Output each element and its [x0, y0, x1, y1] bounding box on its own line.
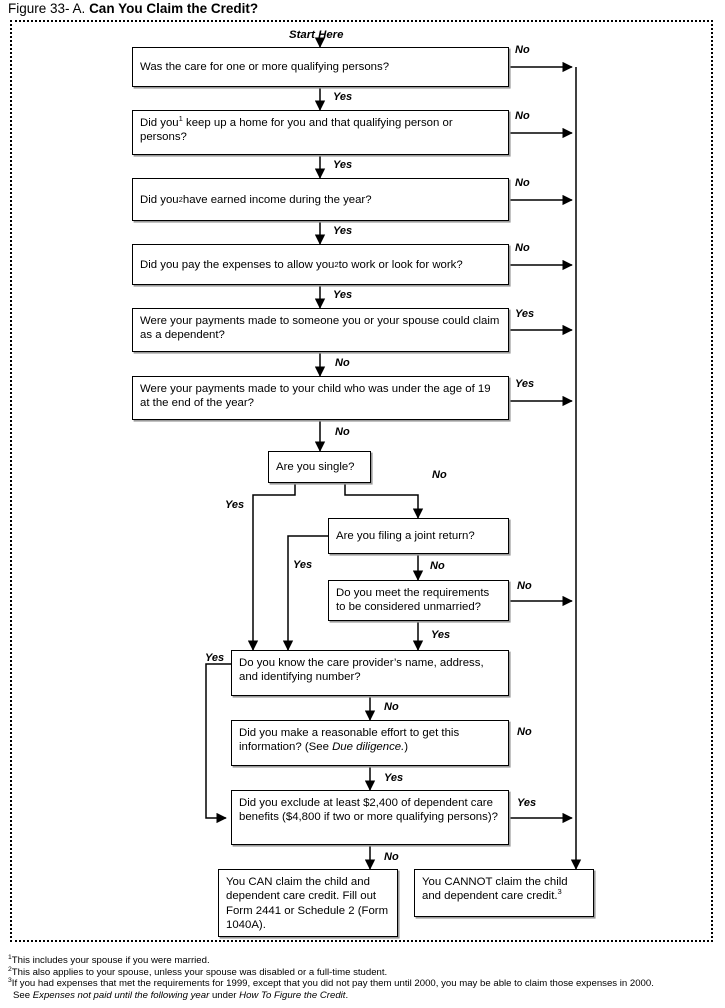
reference-how-to-figure-the-credit: How To Figure the Credit — [239, 989, 346, 1001]
edge-label-q7-no: No — [432, 469, 447, 481]
result-box-can-claim[interactable]: You CAN claim the child and dependent ca… — [218, 869, 398, 937]
question-box-payments-to-child-under-19[interactable]: Were your payments made to your child wh… — [132, 376, 509, 420]
edge-label-q5-no: No — [335, 357, 350, 369]
figure-border — [10, 20, 713, 942]
footnote-3: 3If you had expenses that met the requir… — [8, 977, 720, 990]
edge-label-q11-yes: Yes — [384, 772, 404, 784]
edge-label-q3-yes: Yes — [333, 225, 353, 237]
question-text: Was the care for one or more qualifying … — [140, 61, 390, 74]
footnote-3-line2-part3: . — [345, 989, 349, 1001]
question-text: Were your payments made to someone you o… — [140, 315, 500, 342]
question-text-part2: have earned income during the year? — [182, 193, 372, 206]
question-box-qualifying-persons[interactable]: Was the care for one or more qualifying … — [132, 47, 509, 87]
footnote-1: 1This includes your spouse if you were m… — [8, 953, 720, 967]
footnote-ref-1: 1 — [178, 114, 183, 124]
figure-name: Can You Claim the Credit? — [89, 1, 259, 16]
footnote-3-line2-part1: See — [13, 989, 33, 1001]
result-text: You CAN claim the child and dependent ca… — [226, 876, 389, 932]
question-text-part1: Did you — [140, 193, 179, 206]
edge-label-q4-no: No — [515, 242, 530, 254]
question-text-part1: Did you — [140, 117, 179, 129]
question-text: Did you exclude at least $2,400 of depen… — [239, 797, 498, 824]
edge-label-q8-yes: Yes — [293, 559, 313, 571]
question-box-considered-unmarried[interactable]: Do you meet the requirements to be consi… — [328, 580, 509, 621]
question-text-part1: Did you make a reasonable effort to get … — [239, 727, 460, 754]
question-box-are-you-single[interactable]: Are you single? — [268, 451, 371, 483]
question-box-exclude-dependent-care-benefits[interactable]: Did you exclude at least $2,400 of depen… — [231, 790, 509, 845]
question-box-keep-up-home[interactable]: Did you1 keep up a home for you and that… — [132, 110, 509, 155]
question-text: Do you know the care provider’s name, ad… — [239, 657, 484, 684]
edge-label-q12-yes: Yes — [517, 797, 537, 809]
figure-number: Figure 33- A. — [8, 1, 86, 16]
footnote-marker-1: 1 — [8, 953, 12, 961]
start-here-label: Start Here — [289, 29, 344, 41]
footnote-marker-3: 3 — [8, 977, 12, 984]
edge-label-q5-yes: Yes — [515, 308, 535, 320]
question-text: Were your payments made to your child wh… — [140, 383, 491, 410]
footnotes: 1This includes your spouse if you were m… — [8, 953, 720, 1002]
footnote-1-text: This includes your spouse if you were ma… — [11, 955, 210, 966]
edge-label-q7-yes: Yes — [225, 499, 245, 511]
due-diligence-reference: Due diligence. — [332, 741, 405, 754]
question-text-part2: to work or look for work? — [338, 258, 463, 271]
footnote-2: 2This also applies to your spouse, unles… — [8, 965, 720, 979]
result-box-cannot-claim[interactable]: You CANNOT claim the child and dependent… — [414, 869, 594, 917]
edge-label-q10-no: No — [384, 701, 399, 713]
question-text-part2: keep up a home for you and that qualifyi… — [140, 117, 453, 144]
question-box-reasonable-effort[interactable]: Did you make a reasonable effort to get … — [231, 720, 509, 766]
question-box-know-care-provider[interactable]: Do you know the care provider’s name, ad… — [231, 650, 509, 696]
question-text: Are you filing a joint return? — [336, 530, 475, 543]
result-text: You CANNOT claim the child and dependent… — [422, 876, 568, 903]
question-text-part2: ) — [404, 741, 409, 754]
edge-label-q1-yes: Yes — [333, 91, 353, 103]
footnote-3-text: If you had expenses that met the require… — [11, 978, 654, 990]
edge-label-q1-no: No — [515, 44, 530, 56]
edge-label-q11-no: No — [517, 726, 532, 738]
question-text: Are you single? — [276, 461, 355, 474]
edge-label-q6-yes: Yes — [515, 378, 535, 390]
edge-label-q6-no: No — [335, 426, 350, 438]
edge-label-q9-yes: Yes — [431, 629, 451, 641]
footnote-3-line2: See Expenses not paid until the followin… — [8, 990, 720, 1002]
edge-label-q12-no: No — [384, 851, 399, 863]
edge-label-q8-no: No — [430, 560, 445, 572]
footnote-3-line2-part2: under — [209, 989, 240, 1001]
question-text: Do you meet the requirements to be consi… — [336, 587, 490, 614]
page-title: Figure 33- A. Can You Claim the Credit? — [8, 1, 258, 16]
edge-label-q3-no: No — [515, 177, 530, 189]
edge-label-q2-yes: Yes — [333, 159, 353, 171]
reference-expenses-not-paid: Expenses not paid until the following ye… — [32, 989, 210, 1001]
question-text-part1: Did you pay the expenses to allow you — [140, 258, 335, 271]
footnote-ref-3: 3 — [557, 887, 562, 897]
edge-label-q2-no: No — [515, 110, 530, 122]
footnote-2-text: This also applies to your spouse, unless… — [11, 966, 388, 978]
question-box-payments-to-dependent[interactable]: Were your payments made to someone you o… — [132, 308, 509, 352]
edge-label-q4-yes: Yes — [333, 289, 353, 301]
question-box-joint-return[interactable]: Are you filing a joint return? — [328, 518, 509, 554]
edge-label-q9-no: No — [517, 580, 532, 592]
edge-label-q10-yes: Yes — [205, 652, 225, 664]
footnote-marker-2: 2 — [8, 965, 12, 973]
